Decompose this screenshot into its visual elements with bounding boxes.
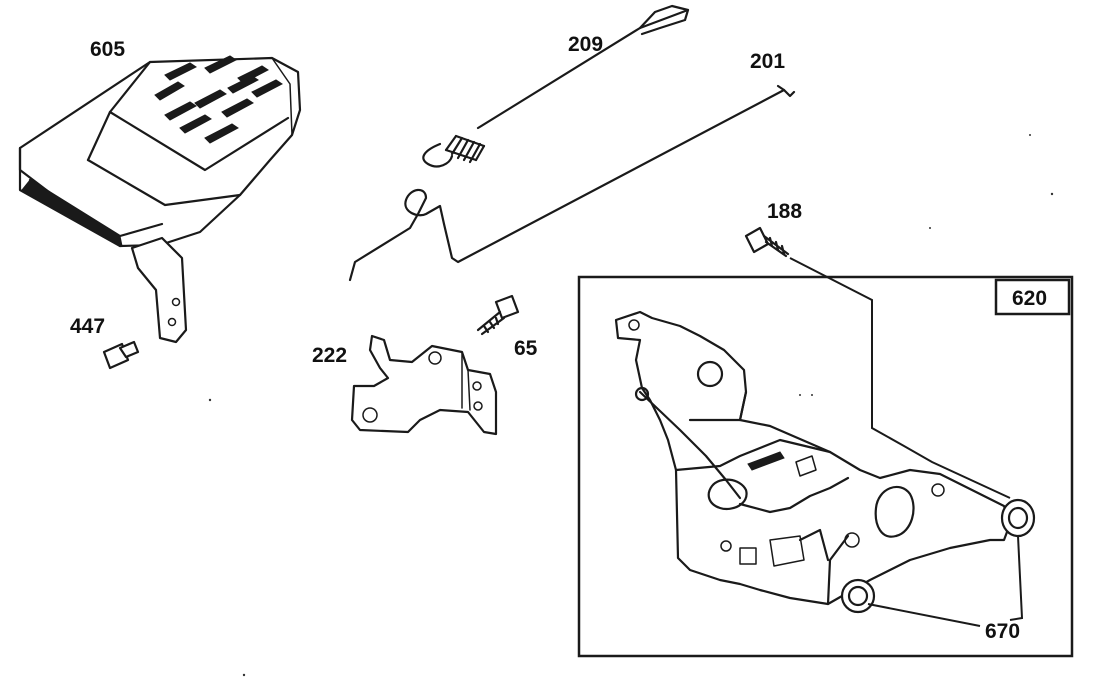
bolt-part-65: 65	[476, 294, 538, 360]
part-label-188: 188	[767, 200, 802, 223]
part-label-605: 605	[90, 38, 125, 61]
part-label-620: 620	[1012, 287, 1047, 310]
screw-part-188: 188	[744, 200, 802, 258]
part-label-65: 65	[514, 337, 538, 360]
link-rod-part-201: 201	[348, 50, 796, 282]
control-assembly-part-620: 620 670	[577, 275, 1074, 658]
part-number-box	[994, 278, 1071, 316]
part-label-222: 222	[312, 344, 347, 367]
cover-part-605: 605	[18, 38, 302, 344]
part-label-670: 670	[985, 620, 1020, 643]
spring-part-209: 209	[422, 4, 690, 168]
rivet-part-447: 447	[70, 315, 140, 370]
part-label-447: 447	[70, 315, 105, 338]
part-label-209: 209	[568, 33, 603, 56]
leader-lines	[789, 257, 1024, 627]
scan-specks	[208, 134, 1054, 677]
bushing-icon	[840, 578, 876, 614]
part-label-201: 201	[750, 50, 785, 73]
bracket-part-222: 222	[312, 334, 498, 436]
bushing-icon	[1000, 498, 1036, 538]
